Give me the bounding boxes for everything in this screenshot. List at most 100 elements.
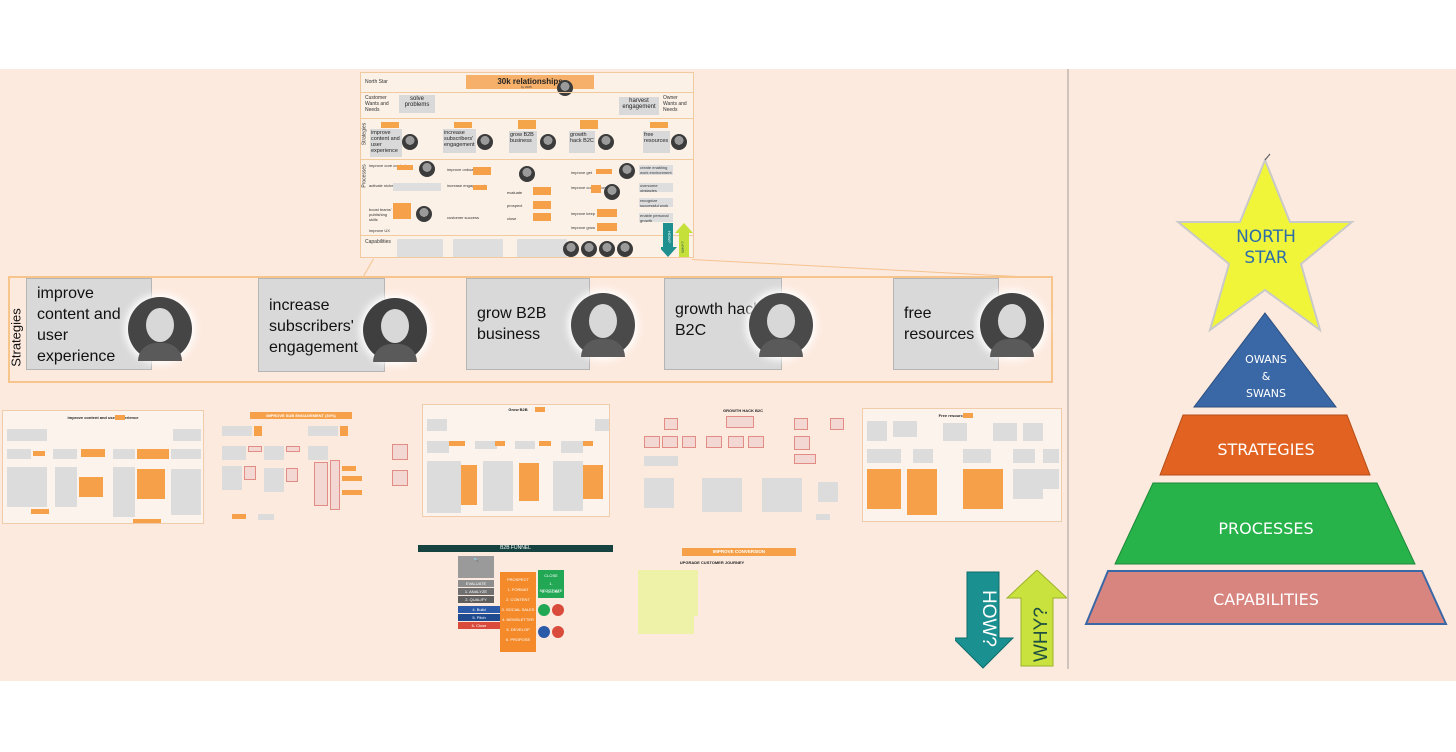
note <box>1043 469 1059 489</box>
process-text: improve UX <box>369 228 390 233</box>
board-b2b: Grow B2B <box>422 404 610 517</box>
avatar <box>571 293 635 357</box>
board-title: IMPROVE SUB ENGAGEMENT (30%) <box>250 412 352 419</box>
avatar <box>540 134 556 150</box>
note-pink <box>662 436 678 448</box>
tag <box>963 413 973 418</box>
tag <box>907 469 937 515</box>
harvest-engagement-box: harvest engagement <box>619 97 659 115</box>
note <box>113 449 135 459</box>
note-pink <box>748 436 764 448</box>
note-yellow <box>638 616 694 634</box>
mini-strategy-4: growth hack B2C <box>569 131 595 153</box>
note <box>816 514 830 520</box>
tag <box>650 122 668 128</box>
process-text: improve get <box>571 170 592 175</box>
note <box>7 467 47 507</box>
tag <box>31 509 49 514</box>
note-yellow <box>638 570 698 592</box>
funnel-title: B2B FUNNEL <box>418 545 613 552</box>
process-tag <box>533 187 551 195</box>
strategy-label: grow B2B business <box>477 305 546 343</box>
process-text: customer success <box>447 215 479 220</box>
note-pink <box>392 444 408 460</box>
avatar <box>519 166 535 182</box>
capability-note <box>517 239 567 257</box>
note-pink <box>286 446 300 452</box>
funnel-step: 1. FORMAT <box>500 586 536 593</box>
avatar <box>557 80 573 96</box>
tag <box>137 449 169 459</box>
note <box>943 423 967 441</box>
note <box>867 449 901 463</box>
tag <box>137 469 165 499</box>
process-tag <box>597 209 617 217</box>
tag <box>583 441 593 446</box>
note <box>595 419 609 431</box>
note <box>993 423 1017 441</box>
tag <box>340 426 348 436</box>
why-label: WHY? <box>1031 607 1052 662</box>
strategies-band-label: Strategies <box>9 308 24 368</box>
note <box>308 446 328 460</box>
funnel-step: 4. Build <box>458 606 500 613</box>
note-pink <box>392 470 408 486</box>
pyramid-line: OWANS <box>1225 351 1307 368</box>
processes-label: Processes <box>362 164 368 187</box>
funnel-badge-icon <box>538 604 550 616</box>
process-tag <box>393 203 411 219</box>
funnel-step: EVALUATE <box>458 580 494 587</box>
note-pink <box>682 436 696 448</box>
note-pink <box>794 418 808 430</box>
note <box>1023 423 1043 441</box>
row-divider <box>361 118 693 119</box>
tag <box>963 469 1003 509</box>
avatar <box>598 134 614 150</box>
funnel-step: PROSPECT <box>500 576 536 583</box>
mini-how-why-arrows-icon: HOW? WHY? <box>661 223 694 258</box>
strategy-label: increase subscribers' engagement <box>269 297 358 356</box>
tag <box>539 441 551 446</box>
note-pink <box>244 466 256 480</box>
board-subtitle: UPGRADE CUSTOMER JOURNEY <box>672 560 752 565</box>
note <box>113 467 135 517</box>
note-yellow <box>638 592 698 616</box>
process-text: recognize successful work <box>640 198 674 208</box>
funnel-step: 5. DEVELOP <box>500 626 536 633</box>
tag <box>449 441 465 446</box>
strategy-map-thumbnail: North Star 30k relationships by 2025 Cus… <box>360 72 694 258</box>
avatar <box>416 206 432 222</box>
avatar <box>477 134 493 150</box>
north-star-subtitle: by 2025 <box>521 85 532 89</box>
process-tag <box>533 213 551 221</box>
funnel-badge-icon <box>552 626 564 638</box>
funnel-step: 2. QUALIFY <box>458 596 494 603</box>
tag <box>342 476 362 481</box>
note <box>264 468 284 492</box>
note <box>762 478 802 512</box>
note <box>963 449 991 463</box>
process-text: create enabling work environment <box>640 165 674 175</box>
board-divider <box>1067 69 1069 669</box>
note <box>171 449 201 459</box>
avatar <box>128 297 192 361</box>
note <box>222 446 246 460</box>
process-text: boost teams' publishing skills <box>369 207 393 222</box>
how-why-arrows-icon: HOW? WHY? <box>955 570 1067 670</box>
tag <box>232 514 246 519</box>
note <box>1013 449 1035 463</box>
tag <box>519 463 539 501</box>
customer-wants-label: Customer Wants and Needs <box>365 95 399 113</box>
board-title: Free resources <box>923 413 983 418</box>
process-text: evaluate <box>507 190 522 195</box>
avatar <box>402 134 418 150</box>
capabilities-label: Capabilities <box>365 239 391 245</box>
tag <box>79 477 103 497</box>
funnel-step: 2. CLOSE <box>538 588 564 595</box>
note <box>308 426 338 436</box>
process-tag <box>397 165 413 170</box>
note <box>55 467 77 507</box>
board-title: improve content and user experience <box>53 415 153 420</box>
board-free: Free resources <box>862 408 1062 522</box>
strategies-text: STRATEGIES <box>1166 440 1366 459</box>
